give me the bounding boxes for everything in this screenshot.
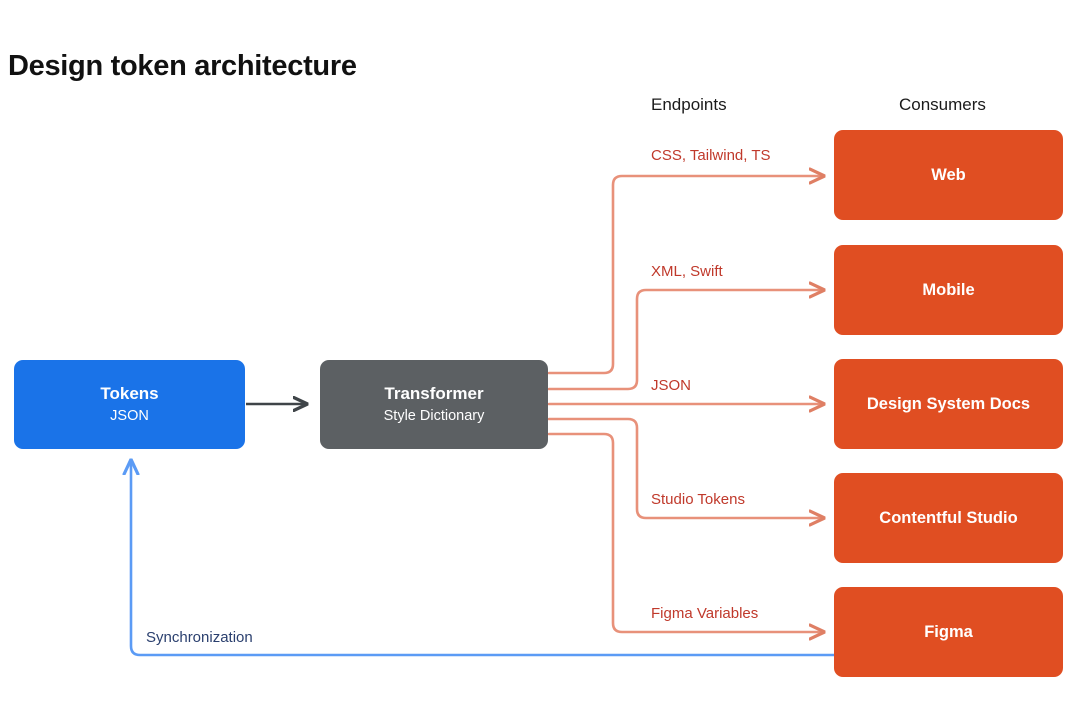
- node-tokens[interactable]: Tokens JSON: [14, 360, 245, 449]
- node-consumer-web-label: Web: [931, 165, 966, 184]
- node-transformer[interactable]: Transformer Style Dictionary: [320, 360, 548, 449]
- edge-label-synchronization: Synchronization: [146, 629, 253, 646]
- edge-label-figma-variables: Figma Variables: [651, 605, 759, 622]
- node-consumer-design-system-docs[interactable]: Design System Docs: [834, 359, 1063, 449]
- node-tokens-title: Tokens: [100, 384, 159, 404]
- column-header-consumers: Consumers: [899, 95, 986, 114]
- edge-label-xml-swift: XML, Swift: [651, 263, 723, 280]
- node-consumer-mobile-label: Mobile: [922, 280, 975, 299]
- edge-label-studio-tokens: Studio Tokens: [651, 491, 745, 508]
- node-consumer-mobile[interactable]: Mobile: [834, 245, 1063, 335]
- node-consumer-contentful-studio[interactable]: Contentful Studio: [834, 473, 1063, 563]
- node-consumer-figma[interactable]: Figma: [834, 587, 1063, 677]
- node-consumer-contentful-studio-label: Contentful Studio: [879, 508, 1018, 527]
- node-consumer-figma-label: Figma: [924, 622, 973, 641]
- edge-transformer-to-mobile: [547, 290, 824, 391]
- node-consumer-web[interactable]: Web: [834, 130, 1063, 220]
- edge-transformer-to-figma: [547, 432, 824, 632]
- edge-label-css-tailwind-ts: CSS, Tailwind, TS: [651, 147, 771, 164]
- node-transformer-title: Transformer: [384, 384, 484, 404]
- page-title: Design token architecture: [8, 50, 357, 82]
- edge-label-json: JSON: [651, 377, 692, 394]
- node-transformer-subtitle: Style Dictionary: [383, 407, 485, 424]
- node-consumer-design-system-docs-label: Design System Docs: [866, 394, 1031, 413]
- edge-figma-to-tokens-sync: [131, 460, 836, 657]
- node-tokens-subtitle: JSON: [110, 407, 149, 424]
- column-header-endpoints: Endpoints: [651, 95, 727, 114]
